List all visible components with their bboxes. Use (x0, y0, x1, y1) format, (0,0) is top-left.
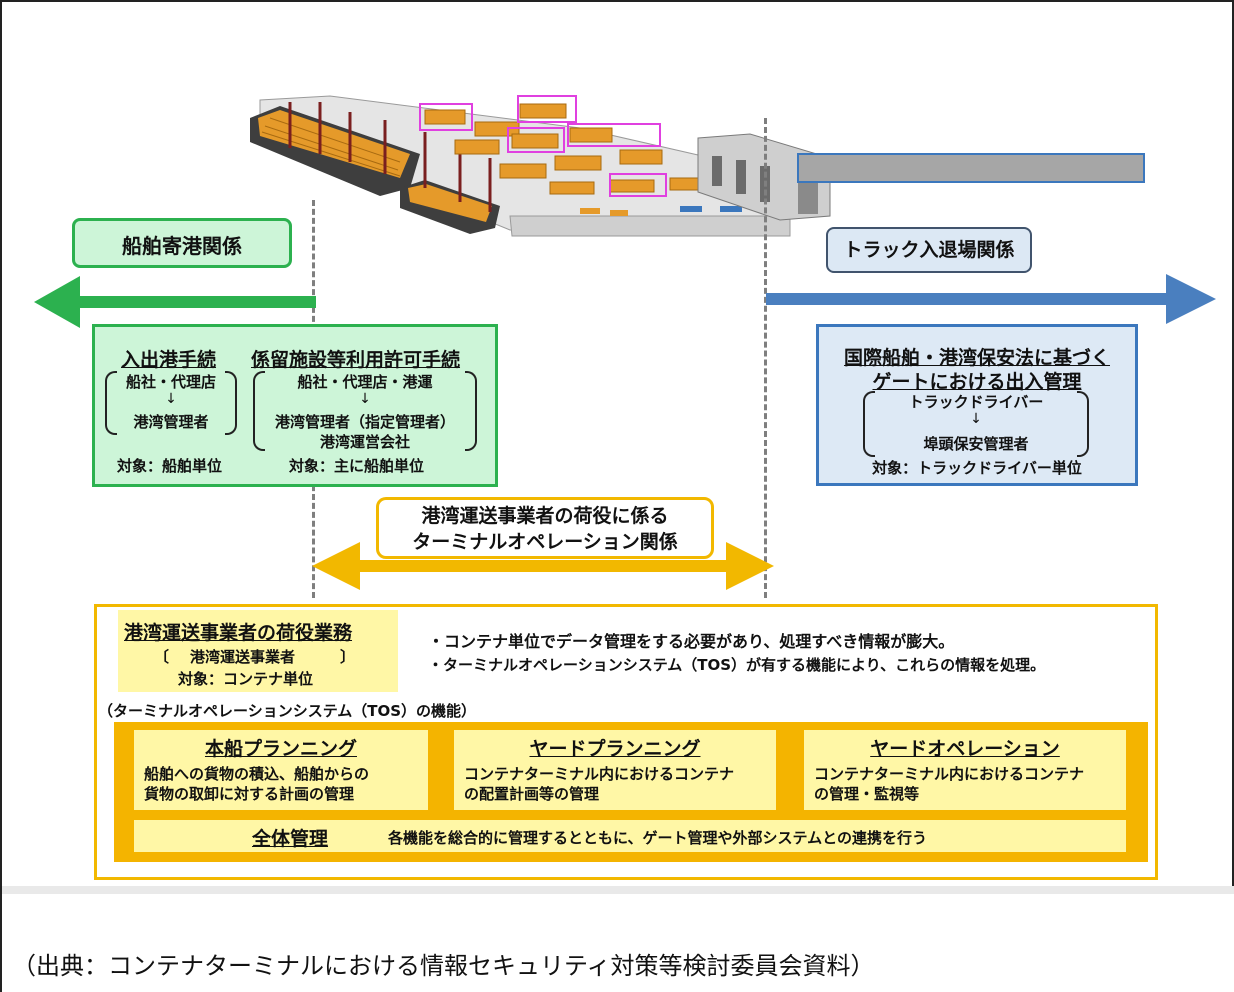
truck-entry-exit-label: トラック入退場関係 (826, 227, 1032, 273)
cargo-handling-heading: 港湾運送事業者の荷役業務 (124, 622, 353, 644)
overall-management-panel: 全体管理 各機能を総合的に管理するとともに、ゲート管理や外部システムとの連携を行… (134, 820, 1126, 852)
cargo-handling-target: 対象：コンテナ単位 (178, 670, 314, 688)
ship-relations-arrow (34, 276, 316, 328)
cargo-handling-actor: 港湾運送事業者 (190, 648, 296, 666)
tos-functions-caption: （ターミナルオペレーションシステム（TOS）の機能） (98, 702, 477, 720)
yard-operation-title: ヤードオペレーション (870, 738, 1060, 760)
gate-target: 対象：トラックドライバー単位 (872, 459, 1082, 477)
source-caption: （出典：コンテナターミナルにおける情報セキュリティ対策等検討委員会資料） (12, 952, 875, 980)
bracket-right (1077, 391, 1089, 457)
mooring-arrow: ↓ (359, 391, 371, 407)
truck-relations-arrow (766, 274, 1216, 324)
terminal-operation-label-line1: 港湾運送事業者の荷役に係る (421, 505, 669, 527)
procedure-recipient: 港湾管理者 (133, 413, 209, 431)
gate-arrow: ↓ (970, 411, 982, 427)
ship-planning-panel: 本船プランニング 船舶への貨物の積込、船舶からの 貨物の取卸に対する計画の管理 (134, 730, 428, 810)
bracket-right (465, 371, 477, 451)
procedure-applicant: 船社・代理店 (125, 373, 216, 391)
tos-functions-frame: 本船プランニング 船舶への貨物の積込、船舶からの 貨物の取卸に対する計画の管理 … (114, 722, 1148, 862)
mooring-recipient-2: 港湾運営会社 (319, 433, 410, 451)
ship-port-call-label: 船舶寄港関係 (72, 218, 292, 268)
terminal-operation-arrow (312, 542, 774, 590)
bracket-left (253, 371, 265, 451)
frame-left-edge (0, 888, 2, 992)
procedure-target: 対象：船舶単位 (117, 457, 223, 475)
bracket-left (105, 371, 117, 435)
entry-exit-procedure-heading: 入出港手続 (121, 349, 217, 371)
mooring-target: 対象：主に船舶単位 (289, 457, 425, 475)
yard-operation-panel: ヤードオペレーション コンテナターミナル内におけるコンテナ の管理・監視等 (804, 730, 1126, 810)
yard-operation-desc-1: コンテナターミナル内におけるコンテナ (814, 765, 1085, 783)
tos-processing-note: ・ターミナルオペレーションシステム（TOS）が有する機能により、これらの情報を処… (428, 656, 1046, 674)
bracket-open: 〔 (154, 648, 170, 666)
bracket-left (863, 391, 875, 457)
figure-frame-shadow (2, 886, 1234, 894)
gate-heading-line2: ゲートにおける出入管理 (872, 371, 1082, 393)
figure-frame (0, 0, 1234, 888)
bracket-right (225, 371, 237, 435)
ship-procedures-box: 入出港手続 船社・代理店 ↓ 港湾管理者 対象：船舶単位 係留施設等利用許可手続… (92, 324, 498, 487)
gate-recipient: 埠頭保安管理者 (923, 435, 1029, 453)
overall-management-title: 全体管理 (252, 828, 329, 850)
mooring-recipient: 港湾管理者（指定管理者） (274, 413, 455, 431)
yard-planning-panel: ヤードプランニング コンテナターミナル内におけるコンテナ の配置計画等の管理 (454, 730, 776, 810)
bracket-close: 〕 (340, 648, 356, 666)
terminal-operation-label: 港湾運送事業者の荷役に係る ターミナルオペレーション関係 (376, 497, 714, 559)
gate-heading-line1: 国際船舶・港湾保安法に基づく (843, 347, 1110, 369)
terminal-operation-label-line2: ターミナルオペレーション関係 (412, 531, 678, 553)
procedure-arrow: ↓ (165, 391, 177, 407)
mooring-applicant: 船社・代理店・港運 (297, 373, 433, 391)
overall-management-desc: 各機能を総合的に管理するとともに、ゲート管理や外部システムとの連携を行う (388, 829, 927, 847)
ship-planning-desc-2: 貨物の取卸に対する計画の管理 (144, 785, 355, 803)
boundary-line-truck-side (764, 118, 767, 598)
yard-planning-title: ヤードプランニング (529, 738, 701, 760)
ship-planning-desc-1: 船舶への貨物の積込、船舶からの (144, 765, 370, 783)
yard-planning-desc-2: の配置計画等の管理 (464, 785, 600, 803)
yard-operation-desc-2: の管理・監視等 (814, 785, 920, 803)
ship-planning-title: 本船プランニング (204, 738, 357, 760)
data-volume-note: ・コンテナ単位でデータ管理をする必要があり、処理すべき情報が膨大。 (428, 632, 955, 651)
container-terminal-illustration (250, 95, 1145, 237)
cargo-handling-business-box: 港湾運送事業者の荷役業務 〔 港湾運送事業者 〕 対象：コンテナ単位 (118, 610, 398, 692)
mooring-permit-heading: 係留施設等利用許可手続 (251, 349, 461, 371)
gate-control-box: 国際船舶・港湾保安法に基づく ゲートにおける出入管理 トラックドライバー ↓ 埠… (816, 324, 1138, 486)
gate-applicant: トラックドライバー (908, 393, 1044, 411)
yard-planning-desc-1: コンテナターミナル内におけるコンテナ (464, 765, 735, 783)
